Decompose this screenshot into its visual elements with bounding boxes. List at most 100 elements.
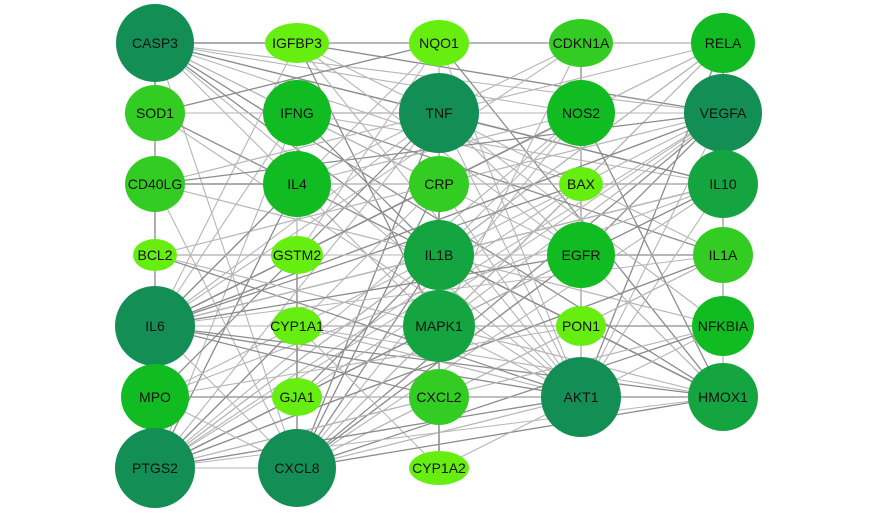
node-label-cdkn1a: CDKN1A: [553, 35, 610, 51]
node-il1b[interactable]: IL1B: [404, 220, 474, 290]
node-shape-nfkbia[interactable]: [692, 296, 754, 356]
node-label-crp: CRP: [424, 176, 454, 192]
node-label-il1a: IL1A: [709, 247, 738, 263]
edge-cd40lg-tnf: [154, 112, 440, 185]
node-cyp1a2[interactable]: CYP1A2: [409, 451, 469, 485]
node-label-egfr: EGFR: [562, 247, 601, 263]
node-mapk1[interactable]: MAPK1: [403, 290, 475, 362]
node-shape-pon1[interactable]: [556, 306, 606, 346]
node-shape-nos2[interactable]: [547, 80, 615, 146]
node-shape-ptgs2[interactable]: [115, 428, 195, 508]
node-shape-il10[interactable]: [688, 150, 758, 218]
node-shape-bax[interactable]: [559, 167, 603, 201]
node-vegfa[interactable]: VEGFA: [684, 74, 762, 152]
node-ptgs2[interactable]: PTGS2: [115, 428, 195, 508]
node-bax[interactable]: BAX: [559, 167, 603, 201]
node-il10[interactable]: IL10: [688, 150, 758, 218]
node-cxcl8[interactable]: CXCL8: [258, 429, 336, 507]
node-nqo1[interactable]: NQO1: [409, 20, 469, 66]
node-shape-mapk1[interactable]: [403, 290, 475, 362]
node-gstm2[interactable]: GSTM2: [271, 236, 323, 274]
node-shape-cyp1a1[interactable]: [272, 307, 322, 345]
node-pon1[interactable]: PON1: [556, 306, 606, 346]
node-il4[interactable]: IL4: [263, 151, 331, 217]
node-shape-vegfa[interactable]: [684, 74, 762, 152]
node-shape-akt1[interactable]: [541, 357, 621, 437]
node-cyp1a1[interactable]: CYP1A1: [270, 307, 324, 345]
node-shape-cxcl8[interactable]: [258, 429, 336, 507]
edge-rela-tnf: [438, 42, 724, 114]
node-shape-rela[interactable]: [691, 13, 755, 73]
edge-akt1-ptgs2: [154, 396, 582, 469]
node-label-bax: BAX: [567, 176, 596, 192]
node-shape-ifng[interactable]: [263, 80, 331, 146]
edge-ifng-il6: [154, 112, 298, 327]
node-shape-cdkn1a[interactable]: [549, 19, 613, 67]
node-shape-crp[interactable]: [409, 156, 469, 212]
node-label-mapk1: MAPK1: [415, 318, 463, 334]
node-cxcl2[interactable]: CXCL2: [409, 369, 469, 425]
node-il6[interactable]: IL6: [115, 286, 195, 366]
node-crp[interactable]: CRP: [409, 156, 469, 212]
node-igfbp3[interactable]: IGFBP3: [265, 23, 329, 63]
node-casp3[interactable]: CASP3: [116, 4, 194, 82]
node-shape-cyp1a2[interactable]: [409, 451, 469, 485]
edge-gstm2-nqo1: [296, 42, 440, 256]
node-label-il1b: IL1B: [425, 247, 454, 263]
node-gja1[interactable]: GJA1: [272, 378, 322, 416]
node-label-akt1: AKT1: [563, 389, 598, 405]
node-label-cd40lg: CD40LG: [128, 176, 182, 192]
node-label-mpo: MPO: [139, 389, 171, 405]
node-label-bcl2: BCL2: [137, 247, 172, 263]
edge-pon1-mpo: [154, 325, 582, 398]
node-shape-tnf[interactable]: [399, 73, 479, 153]
node-label-rela: RELA: [705, 35, 742, 51]
node-label-nfkbia: NFKBIA: [698, 318, 749, 334]
node-shape-sod1[interactable]: [125, 85, 185, 141]
node-shape-il1a[interactable]: [693, 227, 753, 283]
node-tnf[interactable]: TNF: [399, 73, 479, 153]
node-shape-mpo[interactable]: [121, 364, 189, 430]
node-sod1[interactable]: SOD1: [125, 85, 185, 141]
node-nfkbia[interactable]: NFKBIA: [692, 296, 754, 356]
node-label-cxcl2: CXCL2: [416, 389, 461, 405]
node-shape-casp3[interactable]: [116, 4, 194, 82]
edge-il10-il1b: [438, 183, 724, 256]
edge-il1b-il6: [154, 254, 440, 327]
node-label-pon1: PON1: [562, 318, 600, 334]
node-label-sod1: SOD1: [136, 105, 174, 121]
node-mpo[interactable]: MPO: [121, 364, 189, 430]
node-shape-egfr[interactable]: [547, 222, 615, 288]
node-label-hmox1: HMOX1: [698, 389, 748, 405]
node-rela[interactable]: RELA: [691, 13, 755, 73]
node-shape-hmox1[interactable]: [688, 363, 758, 431]
node-label-gstm2: GSTM2: [273, 247, 321, 263]
node-shape-il6[interactable]: [115, 286, 195, 366]
node-shape-il1b[interactable]: [404, 220, 474, 290]
node-hmox1[interactable]: HMOX1: [688, 363, 758, 431]
node-shape-il4[interactable]: [263, 151, 331, 217]
node-akt1[interactable]: AKT1: [541, 357, 621, 437]
node-cd40lg[interactable]: CD40LG: [125, 156, 185, 212]
node-shape-igfbp3[interactable]: [265, 23, 329, 63]
node-cdkn1a[interactable]: CDKN1A: [549, 19, 613, 67]
node-nos2[interactable]: NOS2: [547, 80, 615, 146]
edge-gja1-vegfa: [296, 112, 724, 398]
node-label-nos2: NOS2: [562, 105, 600, 121]
node-shape-nqo1[interactable]: [409, 20, 469, 66]
edge-egfr-il6: [154, 254, 582, 327]
node-label-ifng: IFNG: [280, 105, 313, 121]
node-shape-bcl2[interactable]: [133, 239, 177, 271]
node-label-nqo1: NQO1: [419, 35, 459, 51]
node-shape-cxcl2[interactable]: [409, 369, 469, 425]
node-shape-gstm2[interactable]: [271, 236, 323, 274]
node-shape-cd40lg[interactable]: [125, 156, 185, 212]
node-shape-gja1[interactable]: [272, 378, 322, 416]
node-bcl2[interactable]: BCL2: [133, 239, 177, 271]
node-il1a[interactable]: IL1A: [693, 227, 753, 283]
node-egfr[interactable]: EGFR: [547, 222, 615, 288]
node-ifng[interactable]: IFNG: [263, 80, 331, 146]
node-label-ptgs2: PTGS2: [132, 460, 178, 476]
